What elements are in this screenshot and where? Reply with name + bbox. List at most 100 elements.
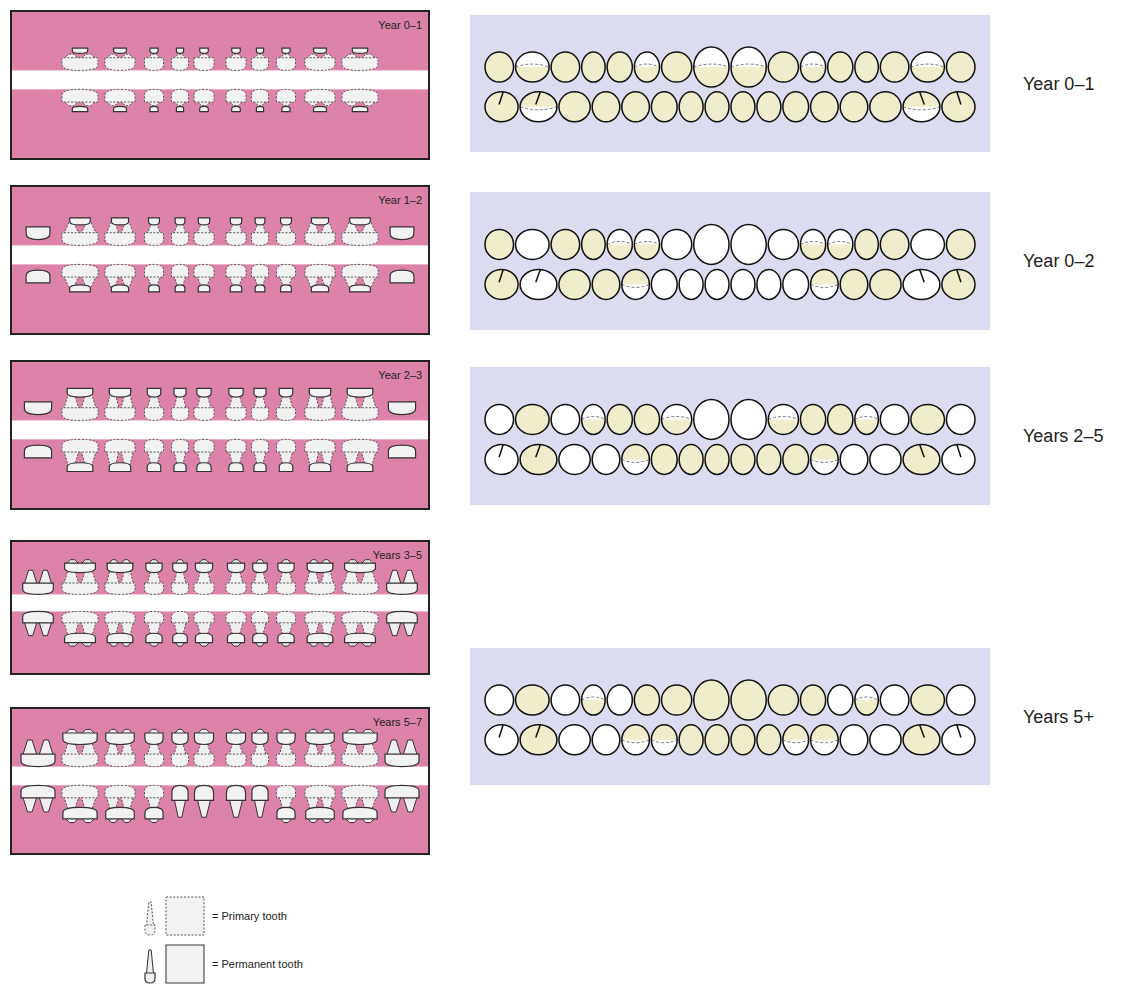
permanent-tooth xyxy=(352,106,367,111)
primary-tooth xyxy=(870,269,901,299)
tooth-crown xyxy=(694,399,729,439)
primary-tooth xyxy=(62,785,98,797)
primary-tooth xyxy=(172,233,189,246)
permanent-tooth xyxy=(840,444,868,474)
primary-tooth xyxy=(62,583,98,594)
tooth-outline xyxy=(757,269,781,299)
molar-notch xyxy=(957,444,961,457)
primary-tooth xyxy=(662,404,692,434)
permanent-tooth xyxy=(311,285,328,292)
primary-tooth xyxy=(226,611,246,622)
tooth-outline xyxy=(694,399,729,439)
permanent-tooth-root xyxy=(197,799,211,817)
dentition-panel: Years 5+ xyxy=(470,648,990,785)
permanent-tooth xyxy=(840,725,868,755)
jaw-ground xyxy=(12,12,428,158)
tooth-crown xyxy=(731,399,766,439)
tooth-outline xyxy=(485,229,514,259)
primary-tooth xyxy=(485,269,518,299)
tooth-crown xyxy=(731,47,766,87)
permanent-tooth-root xyxy=(254,799,266,817)
permanent-tooth xyxy=(516,229,550,259)
stage-label: Years 2–5 xyxy=(1023,425,1103,447)
primary-tooth xyxy=(880,229,909,259)
primary-tooth xyxy=(705,444,729,474)
tooth-crown xyxy=(520,269,557,299)
primary-tooth xyxy=(607,52,632,82)
permanent-tooth xyxy=(350,285,371,292)
tooth-crown xyxy=(768,229,798,259)
tooth-crown xyxy=(551,52,580,82)
jaw-illustration xyxy=(12,12,428,158)
tooth-crown xyxy=(811,444,839,474)
tooth-crown xyxy=(485,52,514,82)
tooth-crown xyxy=(592,269,620,299)
tooth-crown xyxy=(800,229,825,259)
permanent-tooth xyxy=(309,388,330,397)
tooth-crown xyxy=(485,685,514,715)
primary-tooth xyxy=(105,408,135,421)
jaw-panel: Year 2–3 xyxy=(10,360,430,510)
tooth-crown xyxy=(622,92,650,122)
permanent-tooth xyxy=(149,218,160,225)
primary-tooth xyxy=(145,754,164,766)
tooth-outline xyxy=(870,269,901,299)
primary-tooth xyxy=(145,408,164,421)
tooth-outline xyxy=(679,444,703,474)
permanent-tooth xyxy=(311,218,328,225)
primary-tooth xyxy=(277,611,296,622)
tooth-divide xyxy=(634,241,659,244)
tooth-outline xyxy=(592,269,620,299)
tooth-outline xyxy=(634,229,659,259)
tooth-outline xyxy=(607,685,632,715)
tooth-crown xyxy=(705,269,729,299)
tooth-outline xyxy=(582,52,606,82)
tooth-part xyxy=(768,419,798,434)
permanent-tooth xyxy=(385,754,419,766)
permanent-tooth xyxy=(197,388,211,397)
tooth-outline xyxy=(634,685,659,715)
tooth-outline xyxy=(592,725,620,755)
primary-tooth xyxy=(342,754,378,766)
permanent-tooth xyxy=(946,685,975,715)
tooth-crown xyxy=(592,92,620,122)
tooth-divide xyxy=(582,416,606,419)
legend-text: = Primary tooth xyxy=(212,909,372,923)
tooth-outline xyxy=(651,725,677,755)
permanent-tooth-root xyxy=(229,799,243,817)
tooth-part xyxy=(811,444,839,459)
tooth-divide xyxy=(622,740,650,743)
primary-tooth xyxy=(105,58,135,71)
tooth-outline xyxy=(855,404,879,434)
tooth-outline xyxy=(855,52,879,82)
panel-ground xyxy=(470,367,990,505)
primary-tooth xyxy=(651,725,677,755)
primary-tooth xyxy=(783,92,809,122)
tooth-outline xyxy=(520,269,557,299)
tooth-divide xyxy=(694,64,729,67)
primary-tooth xyxy=(226,439,246,452)
primary-tooth xyxy=(194,264,214,277)
tooth-outline xyxy=(582,685,606,715)
tooth-outline xyxy=(607,52,632,82)
tooth-crown xyxy=(592,444,620,474)
permanent-tooth xyxy=(198,285,209,292)
jaw-illustration xyxy=(12,542,428,673)
tooth-crown xyxy=(485,229,514,259)
jaw-illustration xyxy=(12,709,428,853)
tooth-outline xyxy=(783,269,809,299)
mouth-band xyxy=(12,594,428,611)
permanent-tooth xyxy=(347,463,373,472)
permanent-tooth xyxy=(229,388,243,397)
tooth-outline xyxy=(731,444,755,474)
primary-tooth xyxy=(811,92,839,122)
primary-tooth xyxy=(582,229,606,259)
tooth-divide xyxy=(783,740,809,743)
primary-tooth xyxy=(305,408,335,421)
tooth-crown xyxy=(911,685,945,715)
tooth-outline xyxy=(651,444,677,474)
permanent-tooth xyxy=(195,633,212,642)
tooth-part xyxy=(855,700,879,715)
tooth-part xyxy=(800,244,825,259)
tooth-crown xyxy=(880,52,909,82)
